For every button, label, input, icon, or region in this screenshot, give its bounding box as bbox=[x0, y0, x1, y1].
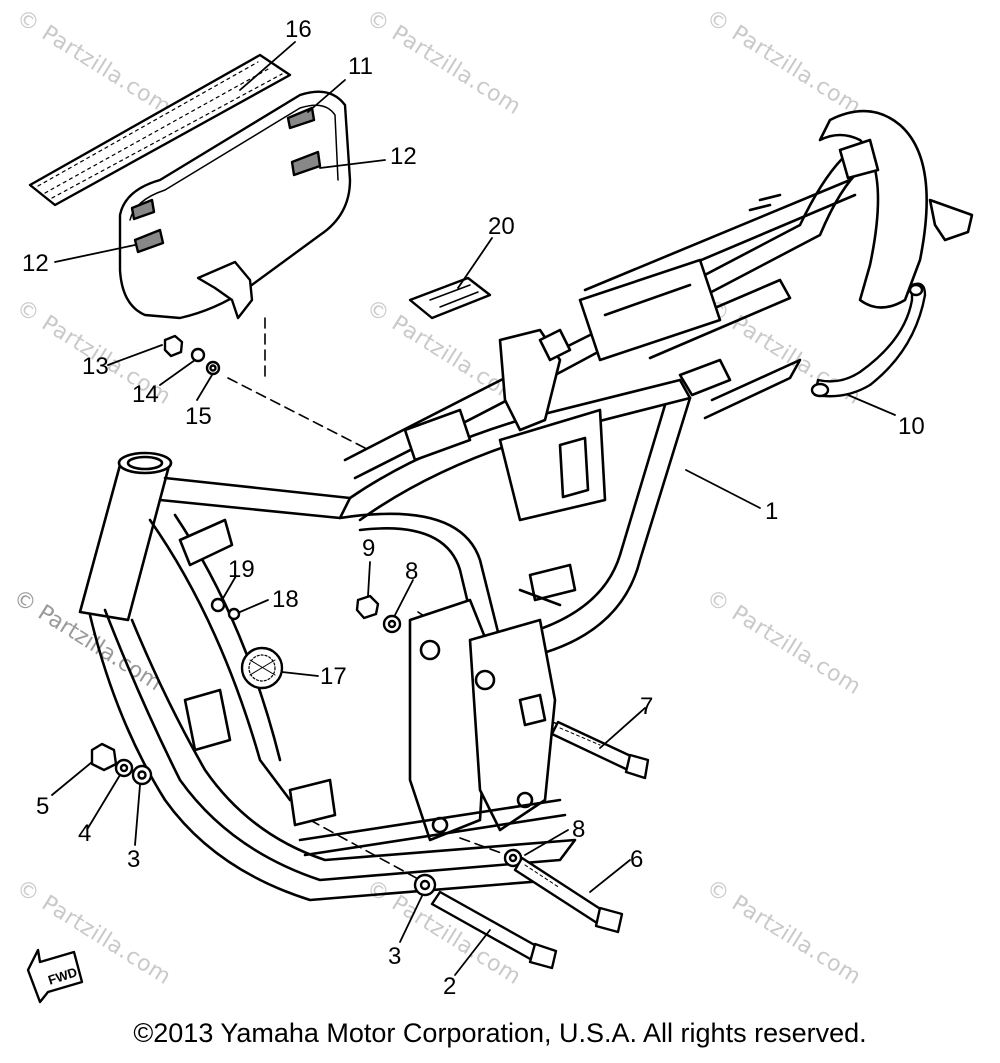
bolts bbox=[430, 720, 650, 970]
part-10-strap bbox=[810, 282, 927, 398]
part-12-grommet-right bbox=[290, 150, 322, 177]
callout-9: 9 bbox=[362, 535, 376, 562]
leader-lines bbox=[51, 41, 896, 976]
callout-20: 20 bbox=[488, 213, 515, 240]
small-hardware bbox=[90, 334, 523, 897]
callout-17: 17 bbox=[320, 663, 347, 690]
callout-11: 11 bbox=[348, 53, 373, 80]
callout-7: 7 bbox=[640, 693, 654, 720]
callout-12-left: 12 bbox=[22, 250, 49, 277]
callout-16: 16 bbox=[285, 16, 312, 43]
part-1-main-frame bbox=[78, 109, 974, 902]
callout-6: 6 bbox=[630, 846, 644, 873]
callout-10: 10 bbox=[898, 413, 925, 440]
callout-14: 14 bbox=[132, 381, 159, 408]
callout-8-upper: 8 bbox=[405, 558, 419, 585]
part-17-reflector bbox=[240, 646, 284, 690]
part-12-grommet-left bbox=[133, 228, 165, 254]
callout-15: 15 bbox=[185, 403, 212, 430]
callout-12-right: 12 bbox=[390, 143, 417, 170]
callout-2: 2 bbox=[443, 973, 457, 1000]
callout-4: 4 bbox=[78, 820, 92, 847]
callout-18: 18 bbox=[272, 586, 299, 613]
callout-5: 5 bbox=[36, 793, 50, 820]
callout-1: 1 bbox=[765, 498, 779, 525]
part-16-emblem-strip bbox=[28, 53, 292, 207]
part-20-badge bbox=[408, 276, 492, 320]
copyright-notice: ©2013 Yamaha Motor Corporation, U.S.A. A… bbox=[133, 1018, 867, 1048]
fwd-arrow-icon bbox=[26, 948, 84, 1004]
callout-19: 19 bbox=[228, 556, 255, 583]
callout-3-left: 3 bbox=[127, 846, 141, 873]
part-11-side-cover bbox=[118, 90, 352, 320]
callout-3-lower: 3 bbox=[388, 943, 402, 970]
callout-13: 13 bbox=[82, 353, 109, 380]
callout-8-lower: 8 bbox=[572, 816, 586, 843]
